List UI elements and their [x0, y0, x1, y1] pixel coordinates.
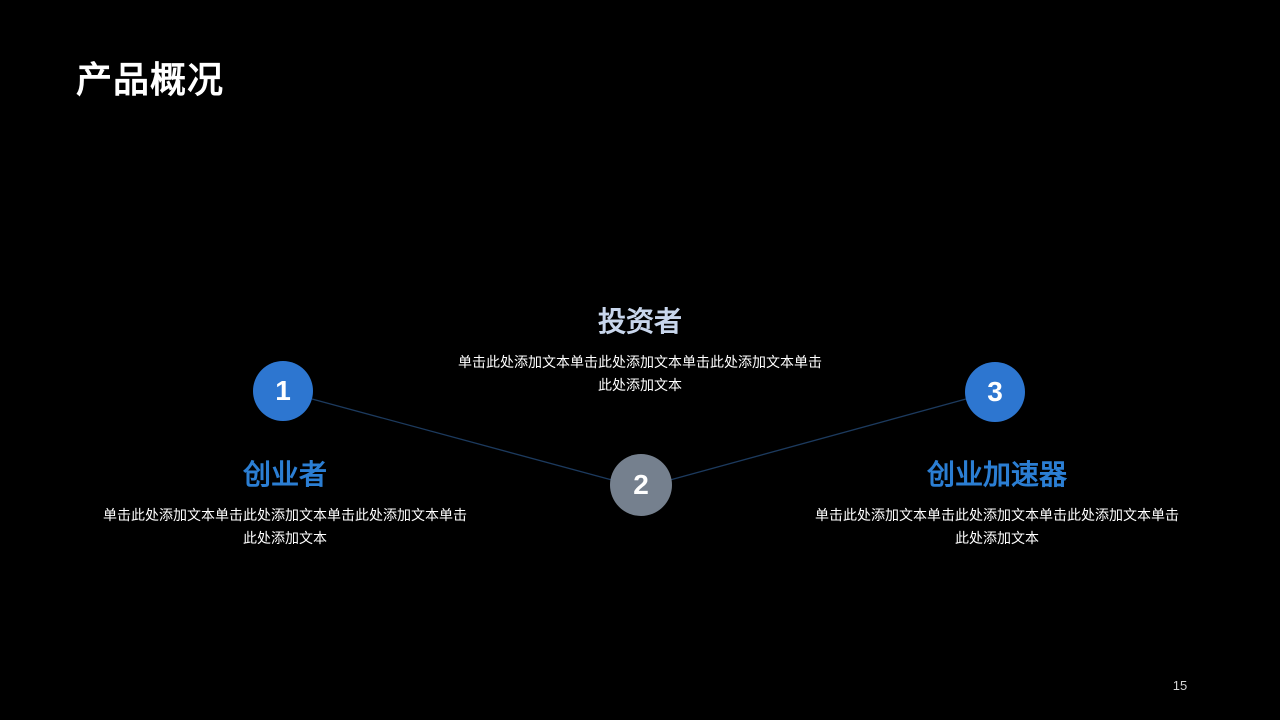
description-line: 单击此处添加文本单击此处添加文本单击此处添加文本单击: [458, 354, 822, 370]
step-circle-1: 1: [253, 361, 313, 421]
description-line: 此处添加文本: [955, 530, 1039, 546]
description-line: 单击此处添加文本单击此处添加文本单击此处添加文本单击: [815, 507, 1179, 523]
slide-title: 产品概况: [76, 59, 225, 100]
description-line: 此处添加文本: [598, 377, 682, 393]
description-line: 此处添加文本: [243, 530, 327, 546]
page-number: 15: [1172, 678, 1188, 693]
investor-heading: 投资者: [597, 306, 682, 337]
step-circle-2: 2: [610, 454, 672, 516]
investor-description: 单击此处添加文本单击此处添加文本单击此处添加文本单击 此处添加文本: [430, 351, 850, 397]
accelerator-description: 单击此处添加文本单击此处添加文本单击此处添加文本单击 此处添加文本: [797, 504, 1197, 550]
step-number-2: 2: [633, 469, 649, 500]
description-line: 单击此处添加文本单击此处添加文本单击此处添加文本单击: [103, 507, 467, 523]
step-circle-3: 3: [965, 362, 1025, 422]
entrepreneur-description: 单击此处添加文本单击此处添加文本单击此处添加文本单击 此处添加文本: [85, 504, 485, 550]
group-accelerator: 创业加速器 单击此处添加文本单击此处添加文本单击此处添加文本单击 此处添加文本: [797, 456, 1197, 550]
entrepreneur-heading: 创业者: [242, 459, 327, 490]
step-number-3: 3: [987, 376, 1003, 407]
group-investor: 投资者 单击此处添加文本单击此处添加文本单击此处添加文本单击 此处添加文本: [430, 303, 850, 397]
step-number-1: 1: [275, 375, 291, 406]
accelerator-heading: 创业加速器: [926, 459, 1067, 490]
group-entrepreneur: 创业者 单击此处添加文本单击此处添加文本单击此处添加文本单击 此处添加文本: [85, 456, 485, 550]
